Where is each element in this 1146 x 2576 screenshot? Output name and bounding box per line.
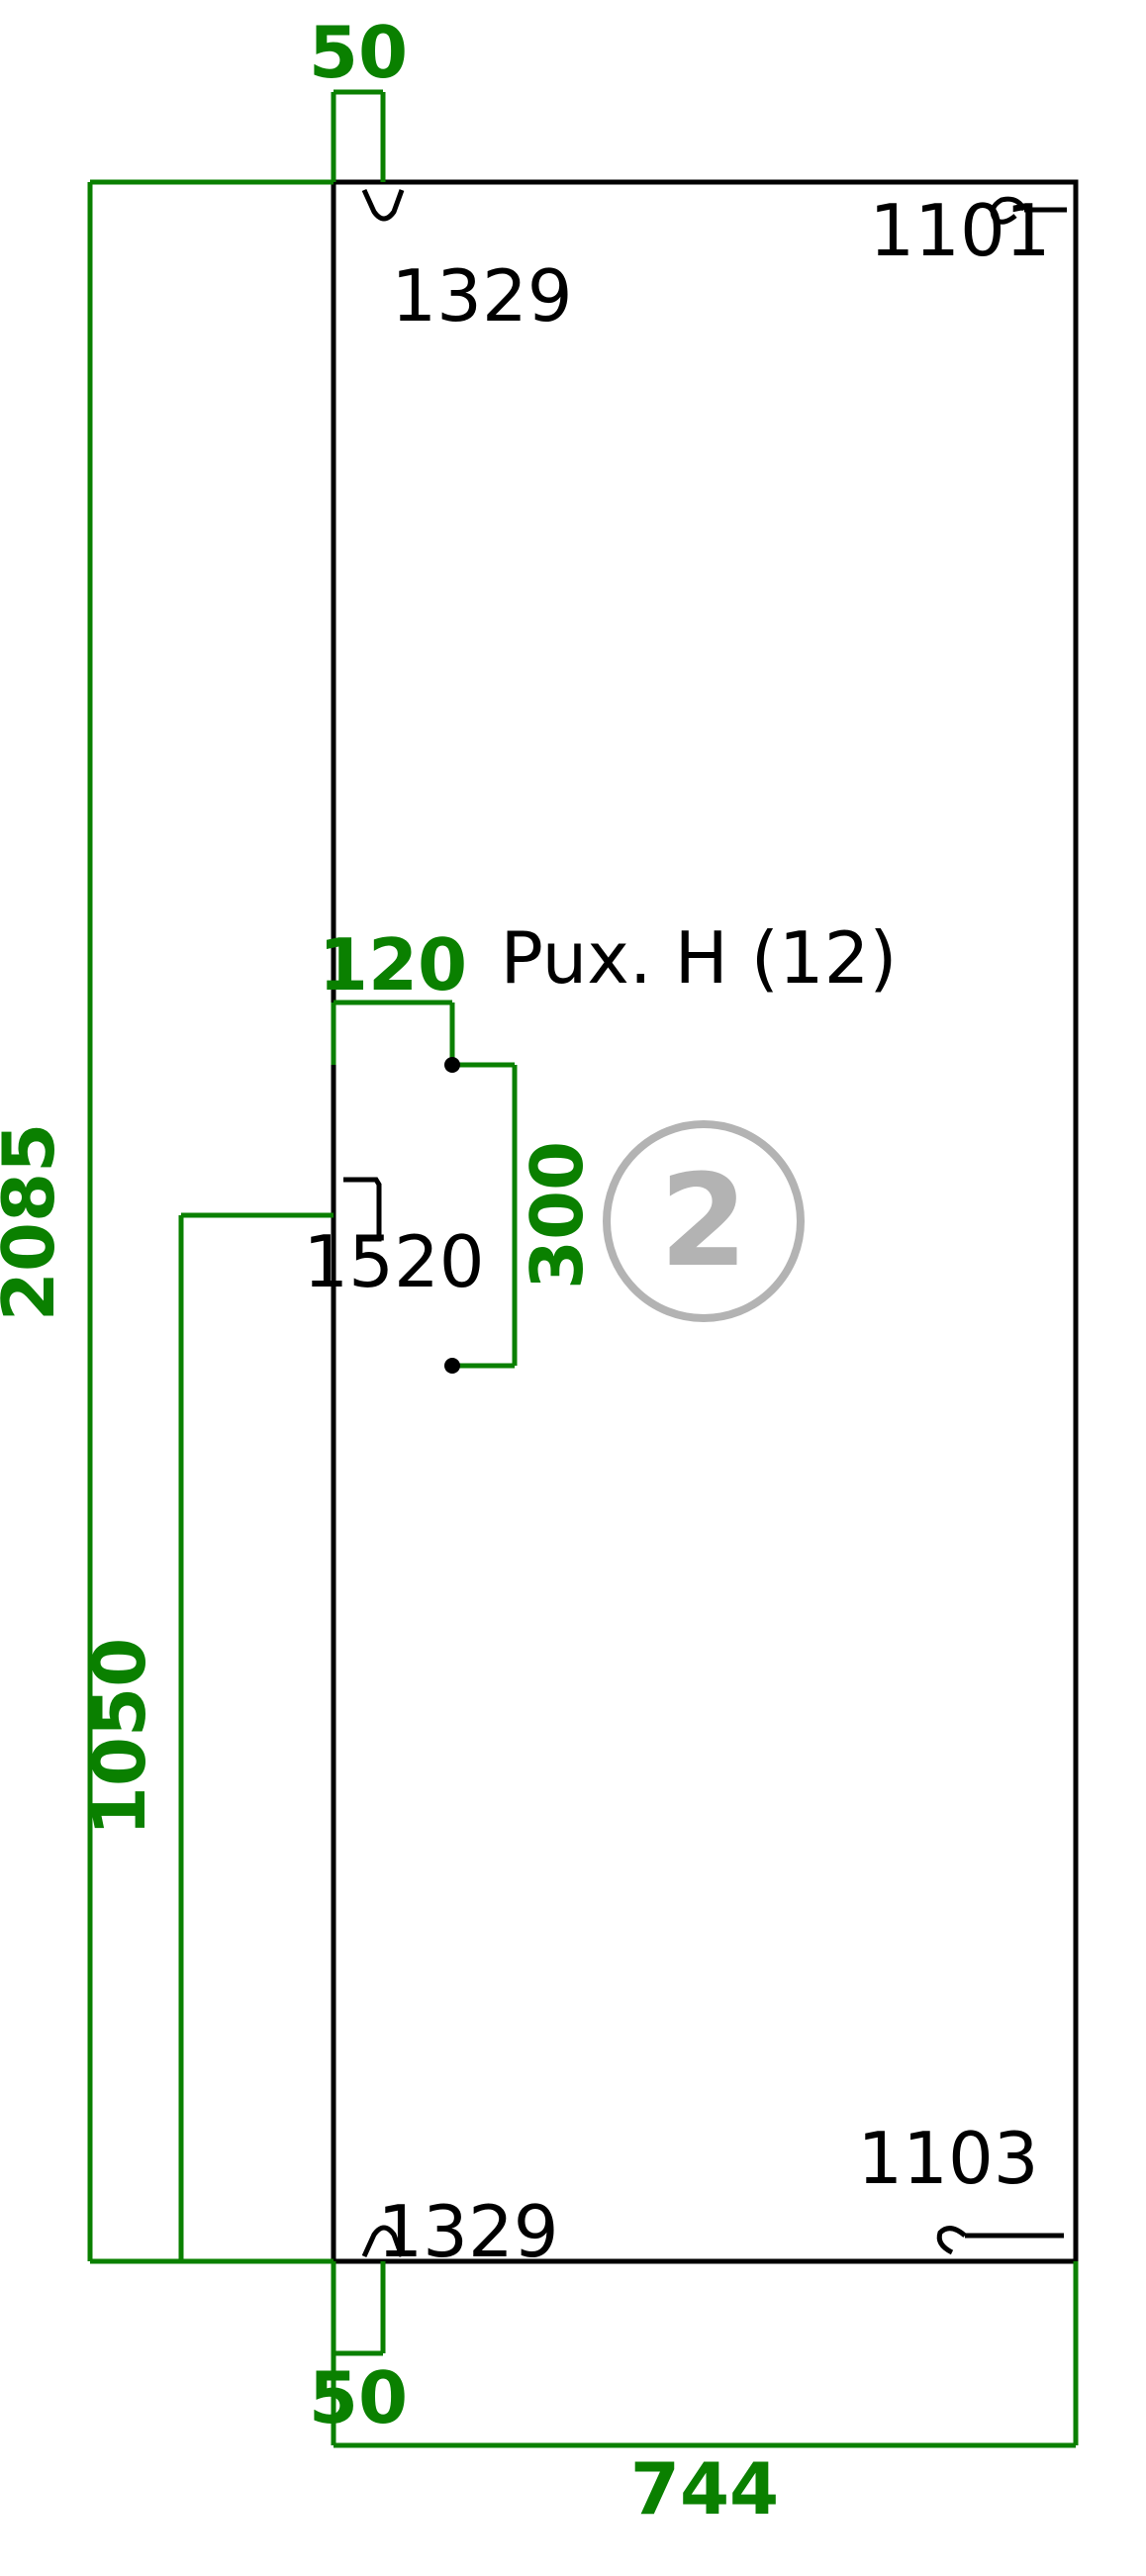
hinge-offset-dimension: 120: [319, 923, 467, 1006]
top-right-part-label: 1101: [869, 189, 1050, 272]
handle-height-dimension-lines: [178, 1212, 334, 2261]
bottom-left-part-label: 1329: [377, 2190, 558, 2273]
bottom-right-fitting-icon: [936, 2226, 1064, 2255]
handle-fitting-icon: [343, 1177, 382, 1242]
hinge-label: Pux. H (12): [501, 916, 898, 1000]
top-offset-dimension-lines: [331, 89, 386, 182]
hinge-hole-bottom: [444, 1358, 460, 1374]
panel-width-dimension-lines: [331, 2261, 1079, 2448]
bottom-offset-dimension: 50: [309, 2356, 408, 2439]
top-right-fitting-icon: [990, 196, 1067, 225]
total-height-dimension-lines: [87, 179, 334, 2264]
hinge-spacing-dimension: 300: [516, 1141, 599, 1289]
hinge-offset-dimension-lines: [331, 1000, 455, 1065]
handle-height-dimension: 1050: [78, 1638, 161, 1836]
bottom-right-part-label: 1103: [857, 2117, 1038, 2200]
handle-part-label: 1520: [303, 1220, 484, 1303]
panel-number: 2: [659, 1148, 747, 1295]
total-height-dimension: 2085: [0, 1123, 70, 1321]
top-offset-dimension: 50: [309, 11, 408, 94]
top-left-part-label: 1329: [391, 254, 572, 337]
hinge-spacing-dimension-lines: [452, 1062, 518, 1369]
top-left-fitting-icon: [361, 188, 405, 222]
panel-width-dimension: 744: [630, 2447, 779, 2530]
bottom-left-fitting-icon: [361, 2225, 405, 2258]
bottom-offset-dimension-lines: [331, 2261, 386, 2356]
panel-number-badge: [603, 1120, 805, 1322]
hinge-hole-top: [444, 1057, 460, 1073]
panel-outline: [331, 179, 1079, 2264]
